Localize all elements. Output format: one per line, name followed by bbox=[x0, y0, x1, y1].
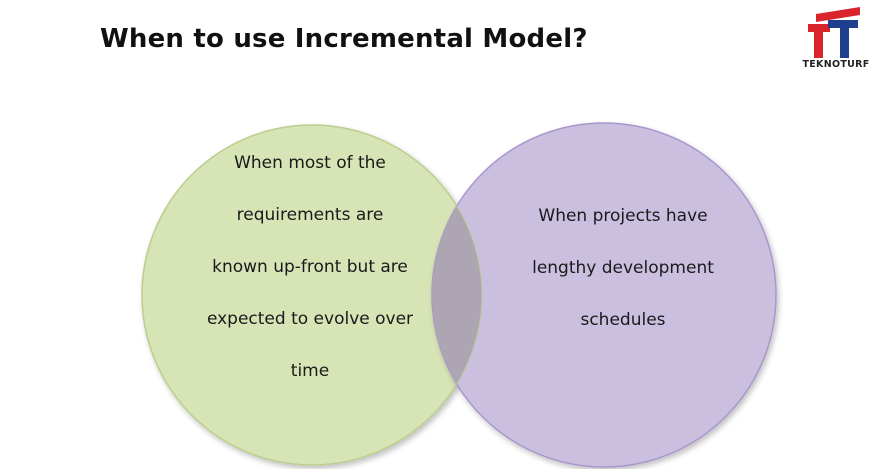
logo-text: TEKNOTURF bbox=[802, 59, 870, 70]
logo-red-bar bbox=[816, 7, 860, 22]
venn-right-text: When projects have lengthy development s… bbox=[478, 190, 768, 346]
venn-left-line: requirements are bbox=[236, 205, 384, 225]
company-logo: TEKNOTURF bbox=[796, 4, 876, 74]
venn-left-line: When most of the bbox=[234, 153, 386, 173]
venn-left-outline bbox=[141, 124, 483, 466]
venn-left-text: When most of the requirements are known … bbox=[160, 137, 460, 397]
venn-right-line: When projects have bbox=[538, 206, 708, 226]
logo-red-stem-vertical bbox=[814, 24, 823, 58]
venn-left-line: known up-front but are bbox=[212, 257, 408, 277]
slide-title: When to use Incremental Model? bbox=[100, 24, 588, 54]
venn-left-line: time bbox=[290, 361, 330, 381]
logo-blue-stem bbox=[840, 20, 849, 58]
venn-right-line: schedules bbox=[580, 310, 666, 330]
venn-right-line: lengthy development bbox=[532, 258, 714, 278]
venn-left-line: expected to evolve over bbox=[206, 309, 414, 329]
teknoturf-logo-icon bbox=[808, 7, 860, 58]
